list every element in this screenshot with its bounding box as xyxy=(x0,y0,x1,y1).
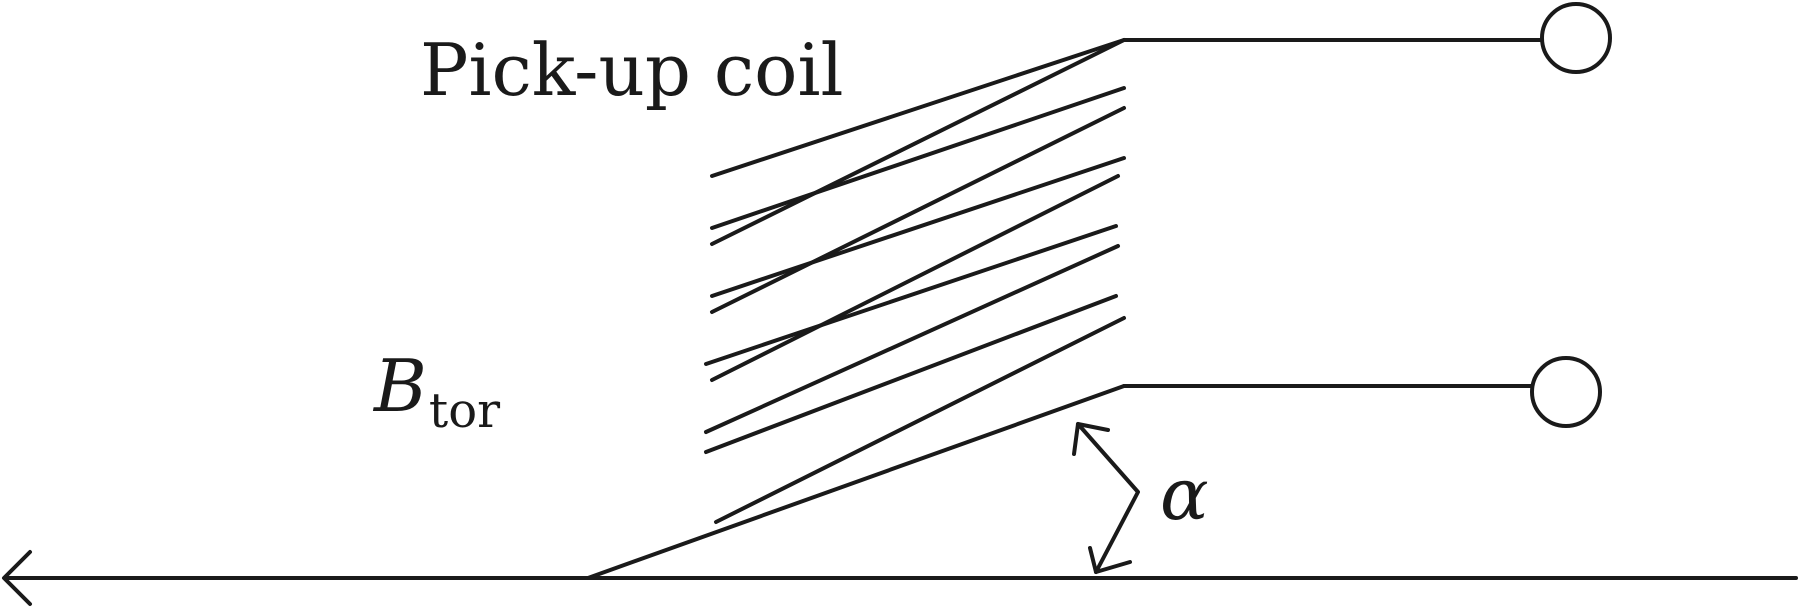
field-axis xyxy=(2,550,1798,606)
coil-windings xyxy=(586,38,1126,580)
winding-2 xyxy=(710,38,1126,246)
coil-label: Pick-up coil xyxy=(420,28,844,112)
field-subscript: tor xyxy=(428,383,501,439)
field-symbol: B xyxy=(374,344,427,428)
winding-6 xyxy=(710,174,1120,382)
winding-4 xyxy=(710,106,1126,314)
winding-9 xyxy=(704,294,1118,454)
winding-3 xyxy=(710,86,1126,230)
lead-wires xyxy=(1122,38,1544,388)
winding-7 xyxy=(704,224,1118,366)
field-label: Btor xyxy=(374,350,500,435)
winding-11 xyxy=(586,384,1126,580)
angle-arrow-upper xyxy=(1072,422,1110,456)
winding-8 xyxy=(704,244,1120,434)
winding-5 xyxy=(710,156,1126,298)
winding-10 xyxy=(714,316,1126,524)
angle-label: α xyxy=(1160,452,1209,536)
angle-arrow-lower xyxy=(1088,546,1132,574)
winding-1 xyxy=(710,38,1126,178)
angle-bracket xyxy=(1076,422,1140,574)
angle-indicator xyxy=(1072,422,1140,574)
field-arrow-head xyxy=(2,550,32,606)
lower-terminal xyxy=(1530,356,1602,428)
upper-terminal xyxy=(1540,2,1612,74)
